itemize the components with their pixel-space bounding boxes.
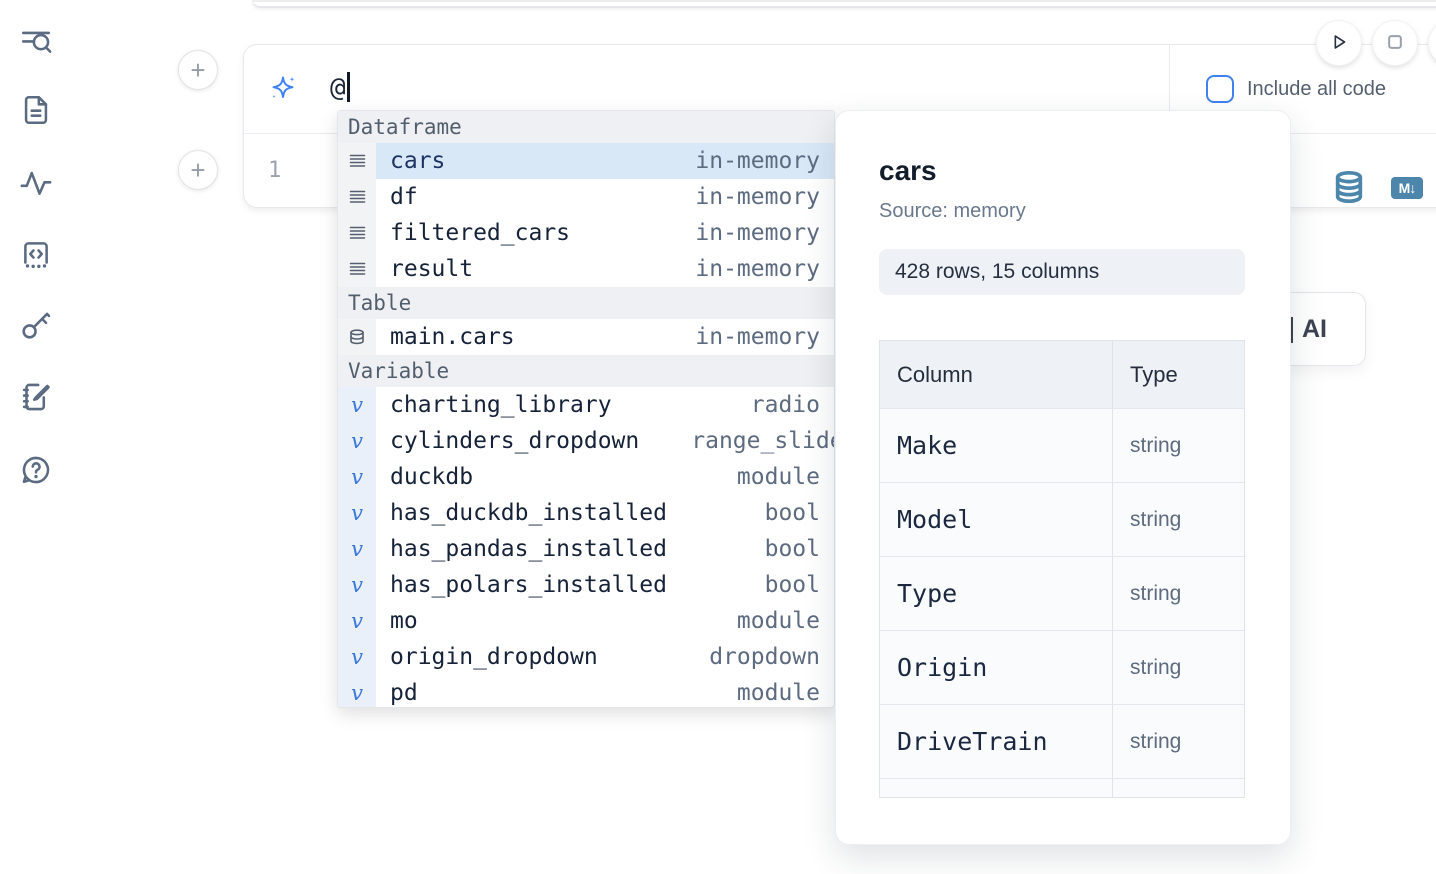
table-database-icon bbox=[338, 319, 376, 355]
table-row: Origin string bbox=[880, 630, 1244, 704]
markdown-icon: M↓ bbox=[1391, 177, 1423, 199]
play-icon bbox=[1328, 31, 1350, 56]
table-row-clipped bbox=[880, 778, 1244, 797]
variable-icon: v bbox=[338, 423, 376, 459]
table-row: DriveTrain string bbox=[880, 704, 1244, 778]
divider bbox=[1169, 45, 1170, 133]
datasource-button[interactable] bbox=[1332, 169, 1366, 208]
variable-icon: v bbox=[338, 639, 376, 675]
clipped-letter bbox=[1289, 317, 1293, 343]
table-row: Type string bbox=[880, 556, 1244, 630]
line-number: 1 bbox=[268, 158, 282, 183]
sidebar bbox=[0, 0, 72, 874]
variable-icon: v bbox=[338, 603, 376, 639]
table-header-row: Column Type bbox=[880, 341, 1244, 408]
table-row: Model string bbox=[880, 482, 1244, 556]
sidebar-item-search[interactable] bbox=[19, 22, 55, 58]
activity-icon bbox=[19, 166, 55, 200]
ai-button-label: AI bbox=[1302, 315, 1327, 343]
ai-prompt-input[interactable]: @ bbox=[330, 72, 350, 103]
variable-icon: v bbox=[338, 567, 376, 603]
more-actions-button[interactable] bbox=[1429, 21, 1436, 65]
include-all-code-label: Include all code bbox=[1247, 77, 1386, 100]
preview-schema-table: Column Type Make string Model string Typ… bbox=[879, 340, 1245, 798]
autocomplete-section-header: Variable bbox=[338, 355, 834, 387]
key-icon bbox=[19, 308, 55, 342]
stop-icon bbox=[1385, 32, 1405, 55]
dataframe-icon bbox=[338, 251, 376, 287]
column-header: Column bbox=[880, 341, 1113, 408]
dataframe-icon bbox=[338, 179, 376, 215]
markdown-button[interactable]: M↓ bbox=[1391, 177, 1423, 199]
file-text-icon bbox=[19, 93, 55, 127]
previous-cell-edge bbox=[252, 0, 1436, 8]
variable-icon: v bbox=[338, 459, 376, 495]
variable-icon: v bbox=[338, 387, 376, 423]
autocomplete-section-header: Table bbox=[338, 287, 834, 319]
dataframe-preview-panel: cars Source: memory 428 rows, 15 columns… bbox=[835, 110, 1291, 845]
search-list-icon bbox=[19, 23, 55, 57]
sidebar-item-help[interactable] bbox=[19, 452, 55, 488]
dataframe-icon bbox=[338, 215, 376, 251]
type-header: Type bbox=[1130, 361, 1178, 387]
sidebar-item-snippets[interactable] bbox=[19, 236, 55, 272]
notebook-pen-icon bbox=[19, 380, 55, 414]
add-cell-above-button[interactable]: + bbox=[178, 50, 218, 90]
sidebar-item-files[interactable] bbox=[19, 92, 55, 128]
run-cell-button[interactable] bbox=[1317, 21, 1361, 65]
preview-title: cars bbox=[879, 155, 937, 186]
variable-icon: v bbox=[338, 675, 376, 707]
dataframe-icon bbox=[338, 143, 376, 179]
preview-shape-badge: 428 rows, 15 columns bbox=[879, 249, 1245, 295]
autocomplete-section-header: Dataframe bbox=[338, 111, 834, 143]
ai-sparkle-icon bbox=[268, 74, 298, 104]
add-cell-below-button[interactable]: + bbox=[178, 150, 218, 190]
include-all-code-row: Include all code bbox=[1169, 45, 1386, 133]
text-cursor bbox=[346, 72, 350, 102]
include-all-code-checkbox[interactable] bbox=[1206, 75, 1234, 103]
code-square-icon bbox=[19, 237, 55, 271]
variable-icon: v bbox=[338, 495, 376, 531]
code-cell[interactable]: 1 bbox=[244, 134, 1436, 207]
database-icon bbox=[1332, 170, 1366, 208]
sidebar-item-scratchpad[interactable] bbox=[19, 379, 55, 415]
variable-icon: v bbox=[338, 531, 376, 567]
table-row: Make string bbox=[880, 408, 1244, 482]
preview-source: Source: memory bbox=[879, 200, 1026, 222]
help-chat-icon bbox=[19, 453, 55, 487]
stop-button[interactable] bbox=[1373, 21, 1417, 65]
sidebar-item-secrets[interactable] bbox=[19, 307, 55, 343]
sidebar-item-tracing[interactable] bbox=[19, 165, 55, 201]
